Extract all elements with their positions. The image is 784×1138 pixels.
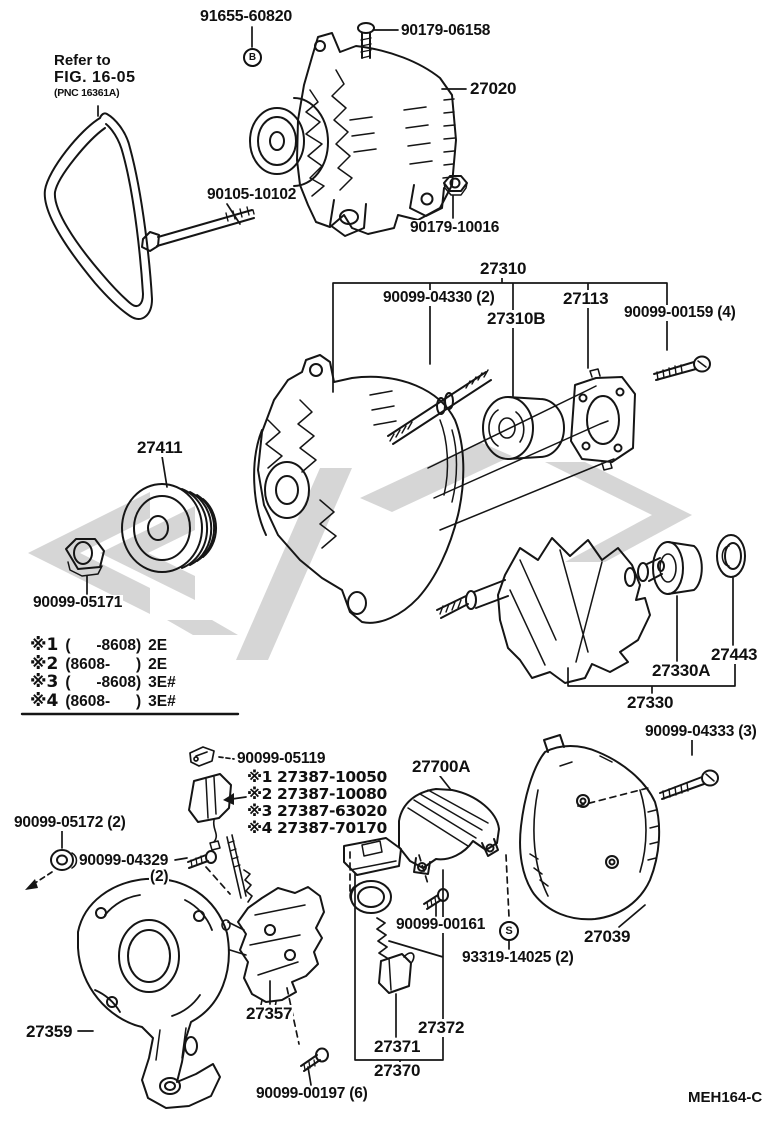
- screw-90099-04329-drawing: [187, 850, 217, 869]
- label-27411: 27411: [136, 438, 184, 457]
- legend-code: 2E: [148, 637, 168, 654]
- brush-variant: ※1 27387-10050: [247, 768, 387, 786]
- bolt-90105-10102-drawing: [141, 206, 255, 252]
- stud-90099-04330-drawing: [387, 369, 492, 445]
- label-27020: 27020: [469, 79, 518, 98]
- label-90099-00197: 90099-00197 (6): [255, 1085, 369, 1103]
- label-27039: 27039: [583, 927, 632, 946]
- label-90099-04330: 90099-04330 (2): [382, 289, 496, 307]
- housing-27310-drawing: [253, 354, 615, 624]
- label-27372: 27372: [417, 1018, 466, 1037]
- brush-27371-drawing: [378, 952, 415, 994]
- legend-marker: ※3: [30, 672, 59, 692]
- screw-90099-00161-drawing: [423, 888, 449, 910]
- nut-90099-05171-drawing: [65, 538, 105, 577]
- reference-note-line1: Refer to: [54, 52, 111, 69]
- label-90099-05119: 90099-05119: [236, 750, 327, 768]
- reference-note: Refer to FIG. 16-05 (PNC 16361A): [54, 52, 135, 99]
- label-27310: 27310: [479, 259, 528, 278]
- label-27330: 27330: [626, 693, 675, 712]
- brush-holder-drawing: [343, 837, 402, 914]
- label-90099-00161: 90099-00161: [395, 916, 487, 934]
- legend-code: 2E: [148, 655, 168, 673]
- label-27700A: 27700A: [411, 757, 472, 776]
- brush-variant: ※2 27387-10080: [247, 785, 387, 803]
- reference-note-line2: FIG. 16-05: [54, 69, 136, 86]
- legend-marker: ※1: [30, 635, 59, 655]
- label-27113: 27113: [562, 289, 610, 308]
- label-27330A: 27330A: [651, 661, 712, 680]
- label-91655-60820: 91655-60820: [199, 8, 294, 26]
- bearing-27310B-drawing: [482, 396, 565, 460]
- legend-row: ※4 (8608- ) 3E#: [30, 690, 176, 711]
- alternator-assembly-drawing: [249, 32, 457, 237]
- drive-belt-drawing: [43, 112, 153, 320]
- clip-90099-05119-drawing: [189, 746, 215, 767]
- reference-note-line3: (PNC 16361A): [54, 87, 120, 99]
- regulator-27357-drawing: [221, 886, 325, 1013]
- spring-27372-drawing: [376, 917, 388, 959]
- bolt-90179-06158-drawing: [357, 22, 375, 59]
- watermark: [28, 442, 692, 660]
- label-27443: 27443: [710, 645, 759, 664]
- bearing-27330A-drawing: [652, 541, 703, 595]
- brush-variant-list: ※1 27387-10050 ※2 27387-10080 ※3 27387-6…: [247, 768, 387, 837]
- washer-27443-drawing: [716, 534, 746, 578]
- label-90179-06158: 90179-06158: [400, 22, 492, 40]
- label-27357: 27357: [245, 1004, 294, 1023]
- legend-range: ( -8608): [65, 674, 142, 691]
- legend-marker: ※2: [30, 653, 59, 674]
- legend-range: (8608- ): [65, 692, 142, 710]
- legend-code: 3E#: [148, 674, 176, 691]
- legend-range: (8608- ): [65, 655, 142, 673]
- screw-90099-04333-drawing: [659, 769, 719, 800]
- legend-row: ※2 (8608- ) 2E: [30, 653, 176, 674]
- label-90099-00159: 90099-00159 (4): [623, 304, 737, 322]
- brush-variant: ※4 27387-70170: [247, 819, 387, 837]
- rectifier-27700A-drawing: [398, 788, 500, 875]
- legend-row: ※1 ( -8608) 2E: [30, 635, 176, 655]
- label-93319-14025: 93319-14025 (2): [461, 949, 575, 967]
- label-27359: 27359: [25, 1022, 74, 1041]
- legend-row: ※3 ( -8608) 3E#: [30, 672, 176, 692]
- cover-27039-drawing: [519, 734, 661, 921]
- label-90099-04333: 90099-04333 (3): [644, 723, 758, 741]
- screw-90099-00159-drawing: [653, 355, 711, 381]
- label-90099-04329-qty: (2): [149, 868, 170, 886]
- legend-marker: ※4: [30, 690, 59, 711]
- nut-90179-10016-drawing: [443, 175, 468, 196]
- label-90099-04329: 90099-04329: [78, 852, 170, 870]
- screw-90099-00197-drawing: [300, 1047, 329, 1072]
- label-27370: 27370: [373, 1061, 422, 1080]
- label-90099-05171: 90099-05171: [32, 594, 124, 612]
- label-27310B: 27310B: [486, 309, 547, 328]
- label-27371: 27371: [373, 1037, 422, 1056]
- fixing-badge-b: B: [243, 48, 262, 67]
- brush-variant: ※3 27387-63020: [247, 802, 387, 820]
- variant-legend: ※1 ( -8608) 2E ※2 (8608- ) 2E ※3 ( -8608…: [30, 635, 176, 711]
- legend-code: 3E#: [148, 692, 176, 710]
- legend-range: ( -8608): [65, 637, 142, 654]
- brush-27387-drawing: [188, 773, 232, 851]
- bracket-27359-drawing: [77, 877, 230, 1109]
- label-90179-10016: 90179-10016: [409, 219, 501, 237]
- retainer-27113-drawing: [570, 368, 636, 471]
- label-90099-05172: 90099-05172 (2): [13, 814, 127, 832]
- rotor-27330-drawing: [436, 537, 665, 684]
- fixing-badge-s: S: [499, 921, 519, 941]
- label-90105-10102: 90105-10102: [206, 186, 298, 204]
- pulley-27411-drawing: [121, 483, 218, 573]
- drawing-code: MEH164-C: [688, 1089, 763, 1106]
- adjust-screw-spring-drawing: [226, 834, 253, 903]
- grommet-90099-05172-drawing: [50, 849, 78, 871]
